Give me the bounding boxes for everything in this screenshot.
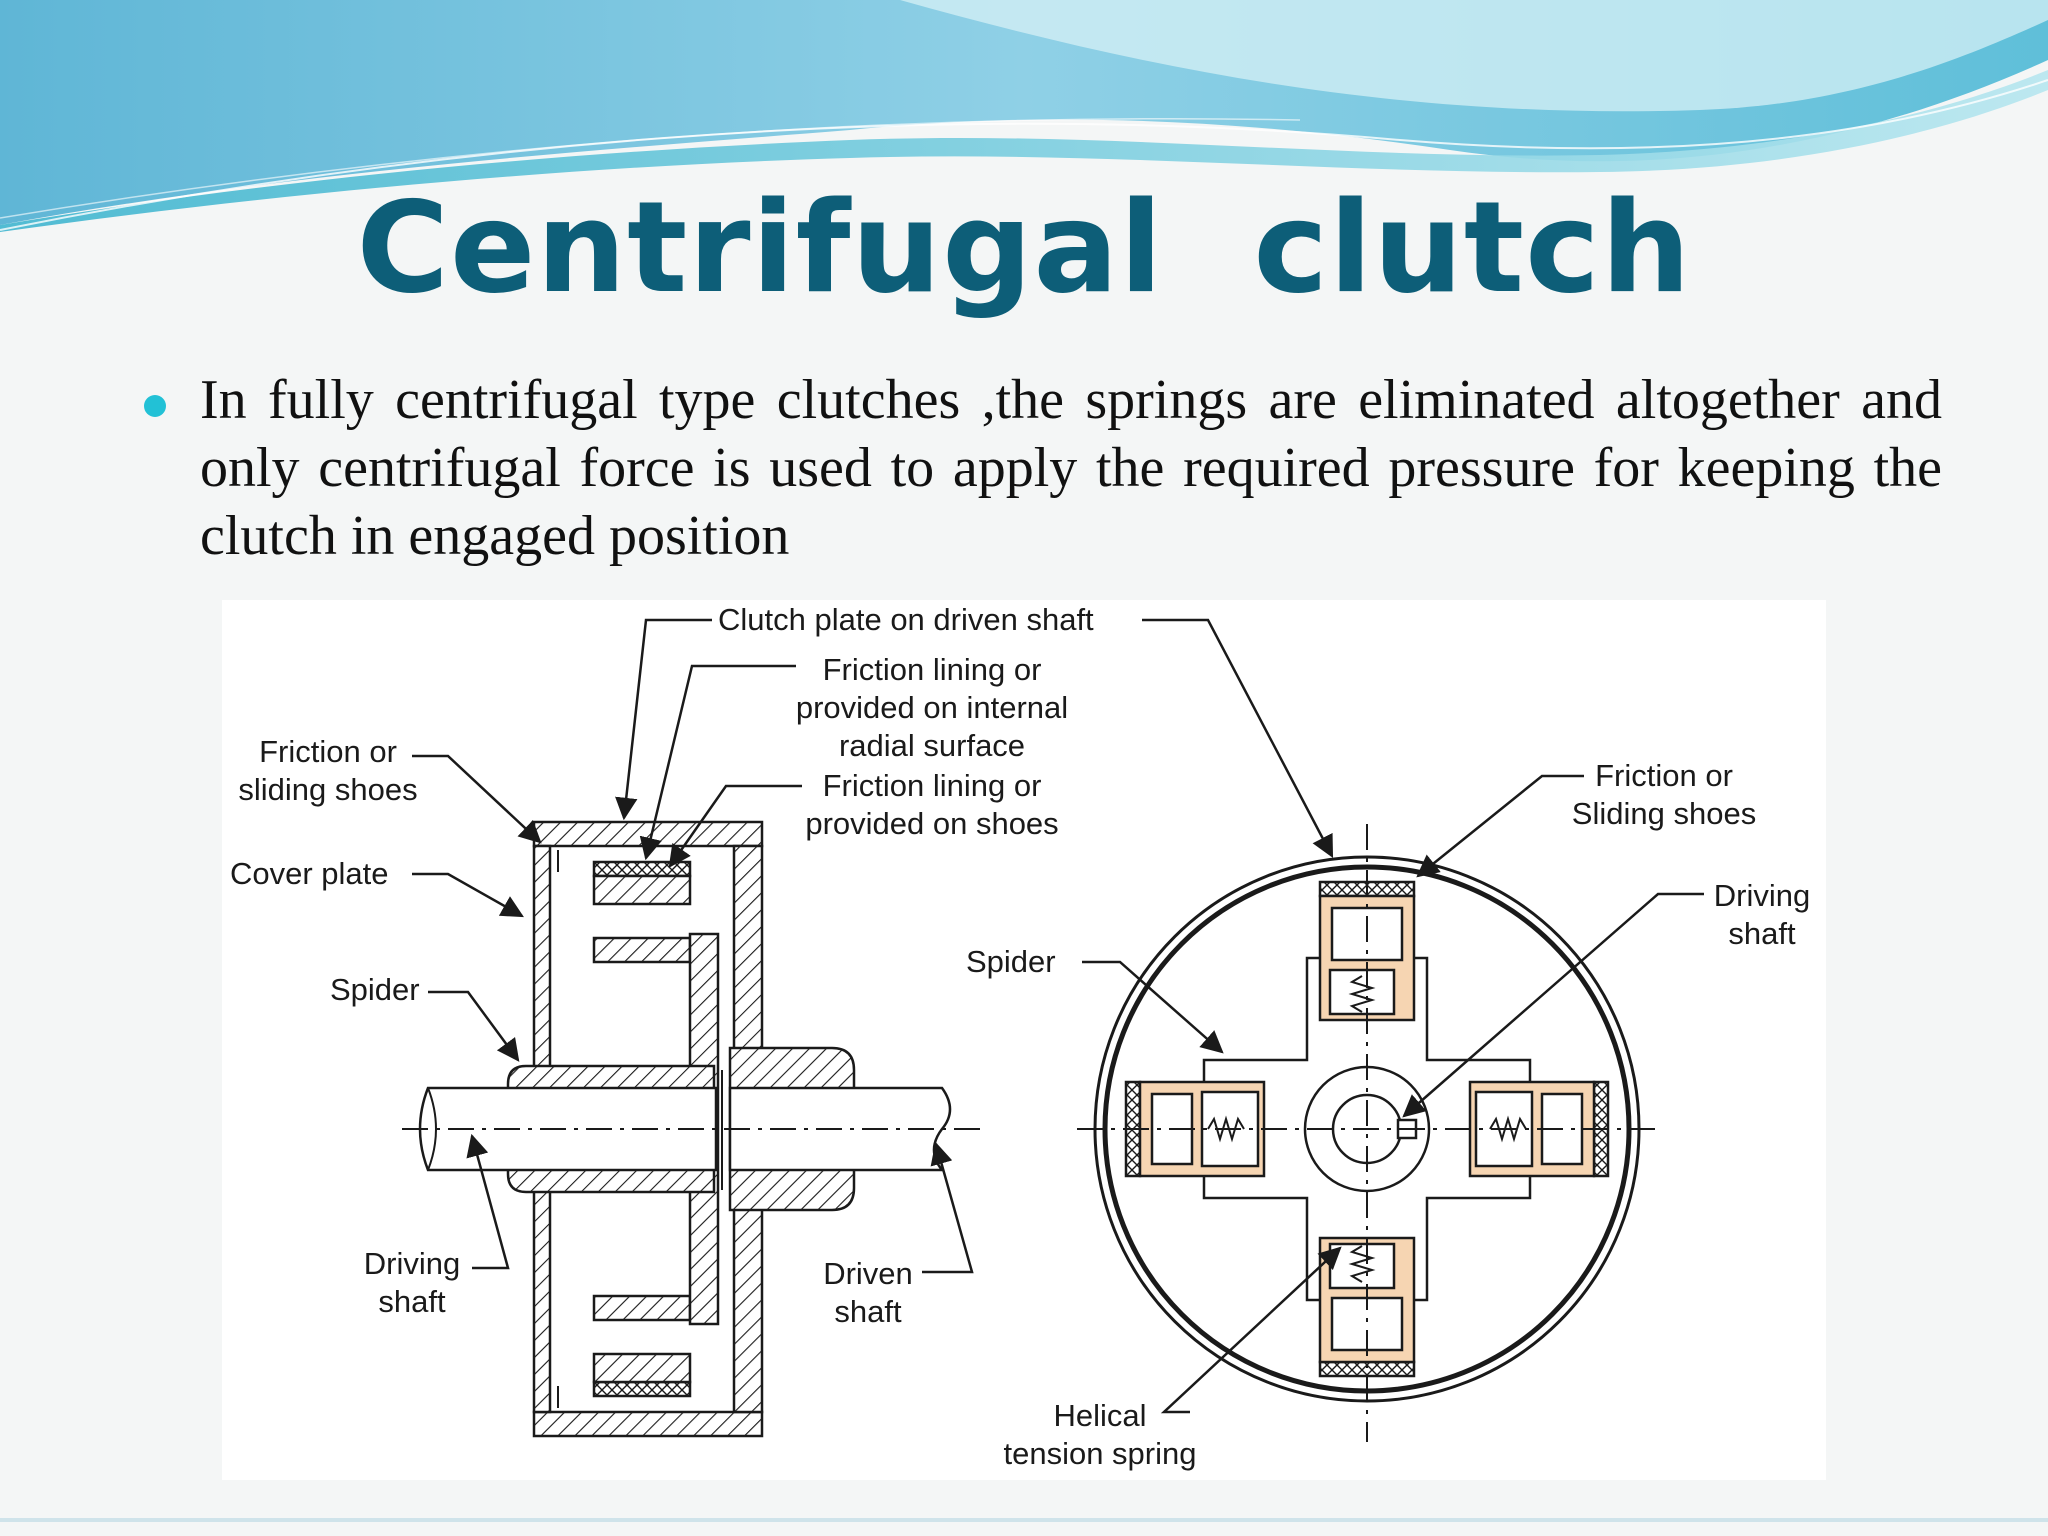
spider-arm-top (592, 936, 692, 964)
label-friction-shoes-right-1: Friction or (1595, 758, 1733, 793)
label-friction-shoes-right-2: Sliding shoes (1572, 796, 1756, 831)
label-clutch-plate: Clutch plate on driven shaft (718, 602, 1094, 637)
shoe-bottom (592, 1352, 692, 1384)
drum-top (532, 820, 764, 848)
label-friction-shoes-left-1: Friction or (259, 734, 397, 769)
diagram-labels: Clutch plate on driven shaft Friction li… (230, 602, 1810, 1471)
sectional-view (402, 820, 982, 1438)
label-friction-lining-internal-1: Friction lining or (823, 652, 1042, 687)
label-driving-shaft-right-2: shaft (1728, 916, 1796, 951)
label-friction-lining-internal-3: radial surface (839, 728, 1025, 763)
label-spider-right: Spider (966, 944, 1056, 979)
label-driving-shaft-left-2: shaft (378, 1284, 446, 1319)
shoe-top (592, 874, 692, 906)
label-friction-lining-shoes-2: provided on shoes (805, 806, 1058, 841)
shoe-lining-bottom (592, 1380, 692, 1398)
end-view (1077, 824, 1662, 1442)
centrifugal-clutch-diagram: Clutch plate on driven shaft Friction li… (222, 600, 1826, 1480)
leader-lines (412, 618, 1704, 1414)
label-friction-lining-internal-2: provided on internal (796, 690, 1068, 725)
label-driven-shaft-2: shaft (834, 1294, 902, 1329)
label-friction-shoes-left-2: sliding shoes (238, 772, 417, 807)
drum-bottom (532, 1410, 764, 1438)
bullet-text: In fully centrifugal type clutches ,the … (200, 369, 1942, 567)
label-driven-shaft-1: Driven (823, 1256, 913, 1291)
slide-title: Centrifugal clutch (356, 174, 1692, 321)
top-wave-band (0, 70, 2048, 232)
shoe-lining-top (592, 860, 692, 878)
top-wave-highlight (900, 0, 2048, 112)
spider-arm-bottom (592, 1294, 692, 1322)
label-driving-shaft-left-1: Driving (364, 1246, 460, 1281)
label-cover-plate: Cover plate (230, 856, 389, 891)
label-friction-lining-shoes-1: Friction lining or (823, 768, 1042, 803)
label-spider-left: Spider (330, 972, 420, 1007)
label-helical-spring-1: Helical (1053, 1398, 1146, 1433)
bullet-icon (144, 395, 166, 417)
label-driving-shaft-right-1: Driving (1714, 878, 1810, 913)
driving-shaft-left (418, 1086, 718, 1172)
label-helical-spring-2: tension spring (1003, 1436, 1196, 1471)
